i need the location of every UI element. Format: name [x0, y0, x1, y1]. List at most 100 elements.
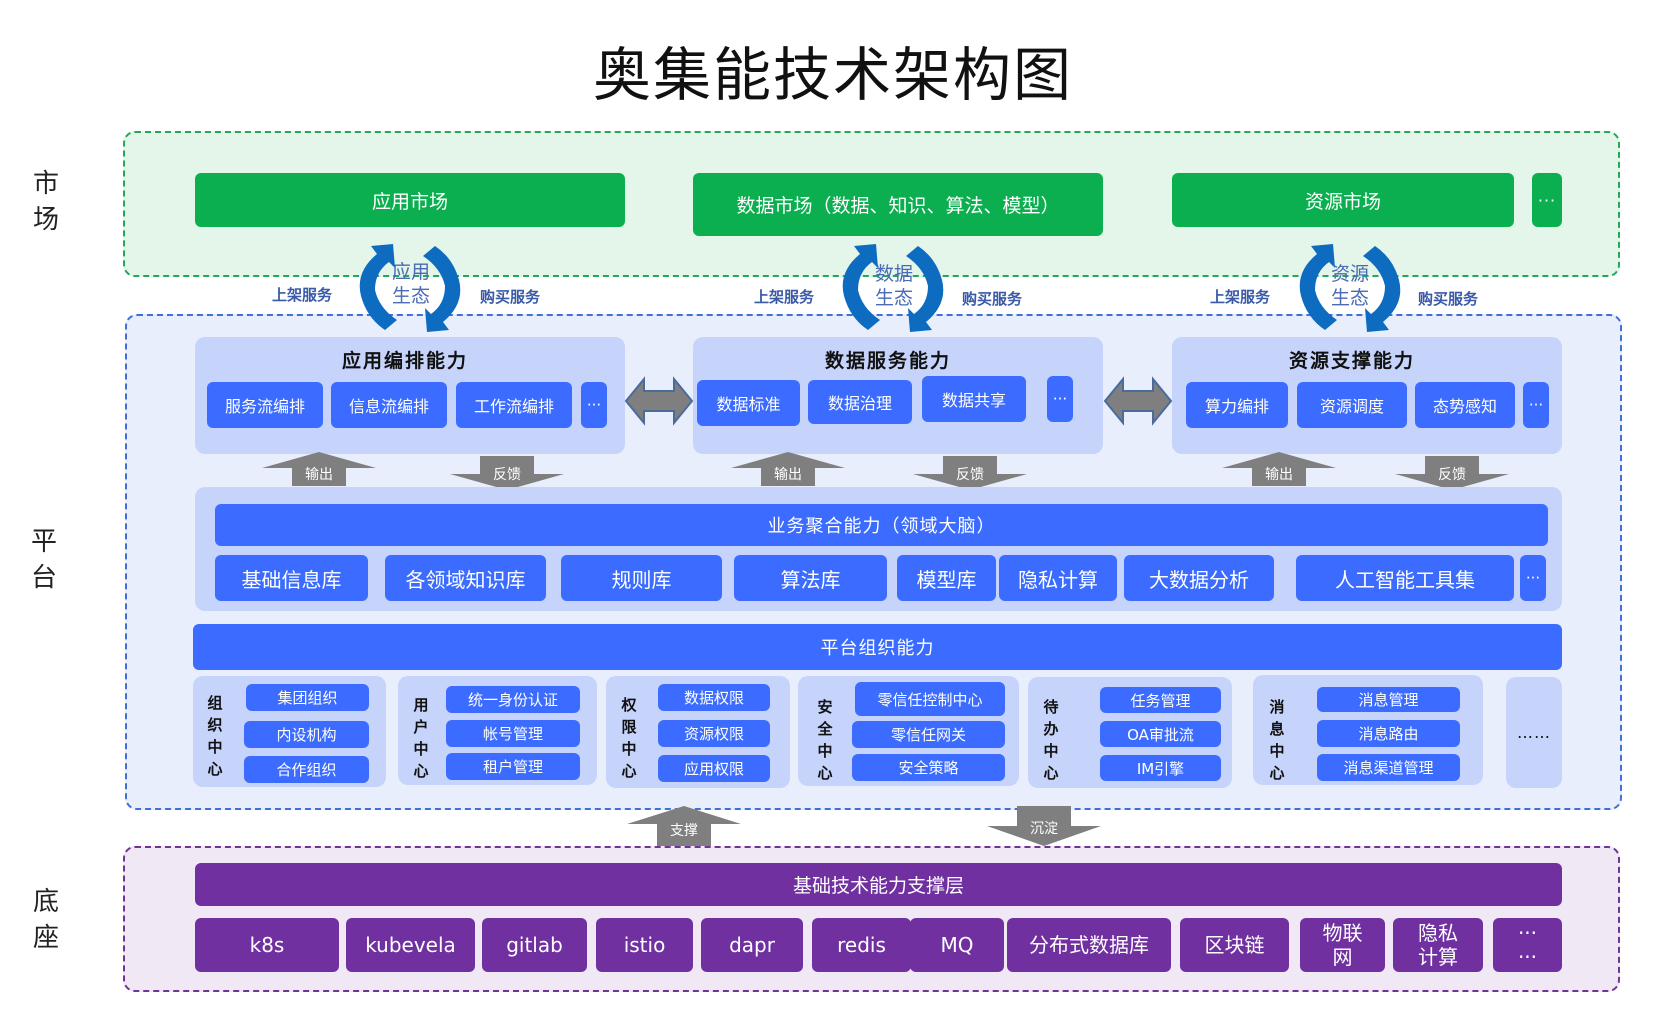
- org-center-label: 消 息 中 心: [1269, 698, 1285, 782]
- market-more[interactable]: ···: [1532, 173, 1562, 227]
- capability-item[interactable]: 信息流编排: [331, 382, 447, 428]
- org-item[interactable]: 消息渠道管理: [1317, 754, 1460, 781]
- base-item[interactable]: 隐私 计算: [1393, 918, 1483, 972]
- capability-item[interactable]: 数据标准: [697, 380, 800, 426]
- org-center-label: 待 办 中 心: [1043, 698, 1059, 782]
- layer-label-market: 市 场: [32, 169, 59, 235]
- cycle-arrows-icon: [359, 244, 461, 332]
- arrow-down-icon: [913, 456, 1027, 490]
- feedback-label: 反馈: [956, 467, 984, 483]
- buy-label-app: 购买服务: [480, 288, 541, 306]
- feedback-label: 反馈: [493, 467, 521, 483]
- org-item[interactable]: OA审批流: [1100, 721, 1221, 747]
- capability-item[interactable]: 数据共享: [922, 376, 1026, 422]
- org-item[interactable]: 数据权限: [658, 684, 770, 711]
- org-title-bar: 平台组织能力: [193, 624, 1562, 670]
- business-item[interactable]: 隐私计算: [999, 555, 1117, 601]
- business-item[interactable]: 算法库: [734, 555, 887, 601]
- ecosystem-cycle-app: [343, 238, 477, 338]
- business-item[interactable]: 人工智能工具集: [1296, 555, 1514, 601]
- base-item-more[interactable]: ··· ···: [1493, 918, 1562, 972]
- base-item[interactable]: kubevela: [346, 918, 475, 972]
- capability-title-app: 应用编排能力: [341, 350, 468, 372]
- layer-label-base: 底 座: [32, 887, 59, 953]
- capability-item[interactable]: 资源调度: [1297, 382, 1407, 428]
- output-label: 输出: [1265, 467, 1293, 483]
- ecosystem-label-app: 应用 生态: [391, 261, 430, 307]
- market-resource[interactable]: 资源市场: [1172, 173, 1514, 227]
- arrow-up-icon: [262, 452, 376, 486]
- output-label: 输出: [305, 467, 333, 483]
- base-title-bar: 基础技术能力支撑层: [195, 863, 1562, 906]
- capability-title-data: 数据服务能力: [824, 350, 951, 372]
- base-item[interactable]: 区块链: [1180, 918, 1289, 972]
- ecosystem-cycle-resource: [1283, 238, 1417, 338]
- publish-label-data: 上架服务: [754, 288, 815, 306]
- capability-item-more[interactable]: ···: [1047, 376, 1073, 422]
- arrow-down-icon: [450, 456, 564, 490]
- capability-item-more[interactable]: ···: [1523, 382, 1549, 428]
- capability-item[interactable]: 态势感知: [1415, 382, 1515, 428]
- ecosystem-label-data: 数据 生态: [874, 263, 913, 309]
- layer-label-platform: 平 台: [30, 527, 57, 593]
- arrow-up-icon: [731, 452, 845, 486]
- org-item[interactable]: 消息管理: [1317, 687, 1460, 712]
- org-item[interactable]: 合作组织: [244, 756, 369, 783]
- publish-label-app: 上架服务: [272, 286, 333, 304]
- org-item[interactable]: 帐号管理: [446, 720, 580, 747]
- org-item[interactable]: 内设机构: [244, 721, 369, 748]
- business-item[interactable]: 大数据分析: [1124, 555, 1274, 601]
- capability-item[interactable]: 服务流编排: [207, 382, 323, 428]
- capability-title-resource: 资源支撑能力: [1288, 350, 1415, 372]
- capability-item[interactable]: 数据治理: [808, 380, 912, 424]
- base-item[interactable]: k8s: [195, 918, 339, 972]
- org-center-more[interactable]: ……: [1506, 677, 1562, 788]
- base-item[interactable]: redis: [812, 918, 911, 972]
- base-item[interactable]: 物联 网: [1300, 918, 1385, 972]
- org-item[interactable]: 零信任网关: [852, 721, 1005, 748]
- capability-item-more[interactable]: ···: [581, 382, 607, 428]
- arrow-up-icon: [1222, 452, 1336, 486]
- arrow-up-icon: [627, 806, 741, 846]
- market-app[interactable]: 应用市场: [195, 173, 625, 227]
- org-item[interactable]: 集团组织: [246, 684, 369, 711]
- business-item-more[interactable]: ···: [1520, 555, 1546, 601]
- buy-label-data: 购买服务: [962, 290, 1023, 308]
- business-item[interactable]: 规则库: [561, 555, 722, 601]
- org-item[interactable]: 消息路由: [1317, 720, 1460, 747]
- org-item[interactable]: 应用权限: [658, 755, 770, 782]
- bidirectional-arrow-icon: [624, 376, 694, 426]
- buy-label-resource: 购买服务: [1418, 290, 1479, 308]
- org-item[interactable]: 租户管理: [446, 753, 580, 780]
- base-item[interactable]: 分布式数据库: [1007, 918, 1171, 972]
- capability-item[interactable]: 算力编排: [1186, 382, 1288, 428]
- feedback-label: 反馈: [1438, 467, 1466, 483]
- bidirectional-arrow-icon: [1103, 376, 1173, 426]
- cycle-arrows-icon: [1299, 244, 1401, 332]
- business-item[interactable]: 模型库: [897, 555, 996, 601]
- base-item[interactable]: dapr: [701, 918, 803, 972]
- arrow-down-icon: [1395, 456, 1509, 490]
- org-center-label: 用 户 中 心: [413, 696, 429, 780]
- org-center-label: 组 织 中 心: [207, 694, 223, 778]
- business-item[interactable]: 基础信息库: [215, 555, 368, 601]
- publish-label-resource: 上架服务: [1210, 288, 1271, 306]
- org-item[interactable]: 任务管理: [1100, 687, 1221, 713]
- arrow-down-icon: [987, 806, 1101, 846]
- org-center-label: 权 限 中 心: [621, 696, 637, 780]
- org-item[interactable]: 安全策略: [852, 754, 1005, 781]
- org-item[interactable]: 统一身份认证: [446, 686, 580, 713]
- org-item[interactable]: IM引擎: [1100, 755, 1221, 781]
- base-item[interactable]: gitlab: [482, 918, 587, 972]
- capability-item[interactable]: 工作流编排: [456, 382, 572, 428]
- base-item[interactable]: MQ: [910, 918, 1004, 972]
- base-item[interactable]: istio: [596, 918, 693, 972]
- ecosystem-cycle-data: [826, 238, 960, 338]
- cycle-arrows-icon: [842, 244, 944, 332]
- support-label: 支撑: [670, 823, 698, 839]
- market-data[interactable]: 数据市场（数据、知识、算法、模型）: [693, 173, 1103, 236]
- org-center-label: 安 全 中 心: [817, 698, 833, 782]
- org-item[interactable]: 零信任控制中心: [855, 682, 1005, 716]
- business-item[interactable]: 各领域知识库: [385, 555, 546, 601]
- org-item[interactable]: 资源权限: [658, 720, 770, 747]
